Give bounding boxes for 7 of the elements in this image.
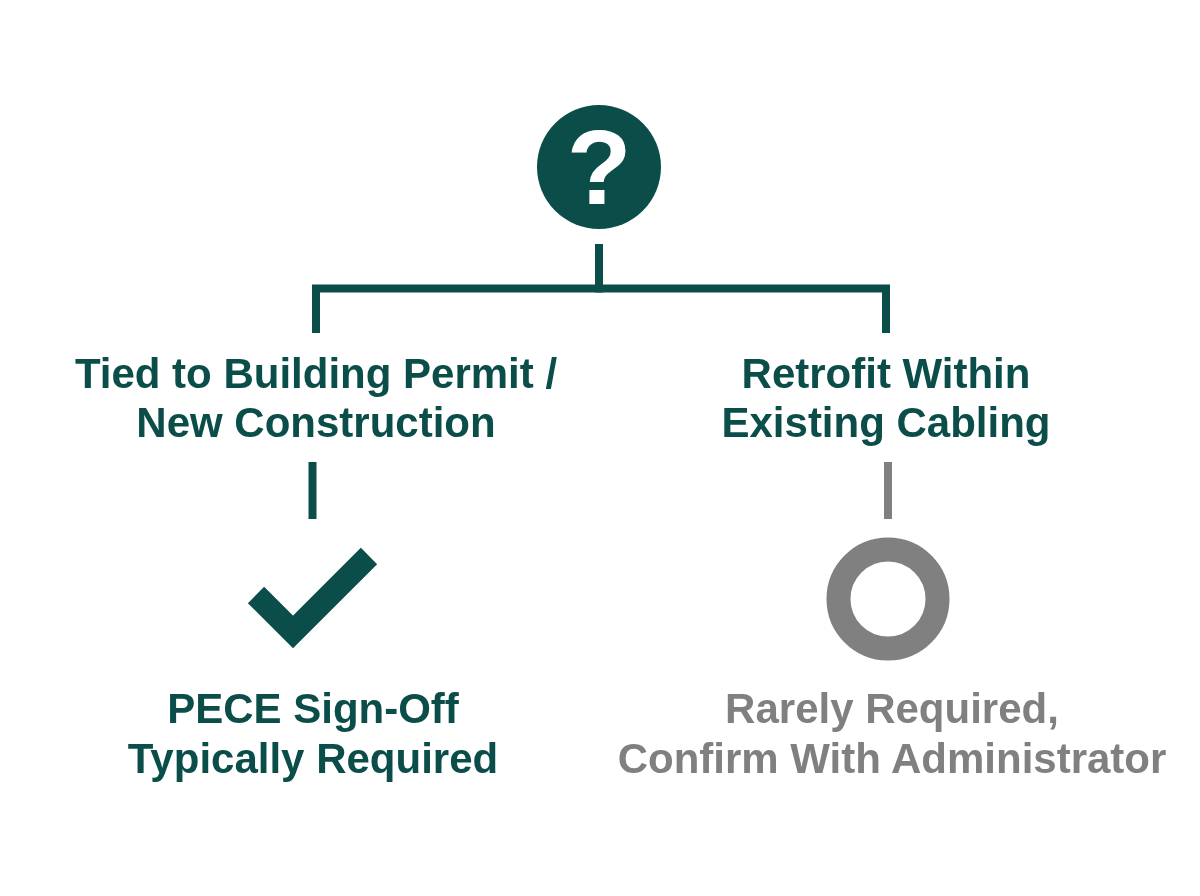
- outcome-label: Rarely Required, Confirm With Administrator: [617, 684, 1167, 784]
- branch-label: Tied to Building Permit / New Construction: [68, 349, 564, 447]
- ring-icon: [826, 537, 950, 661]
- checkmark-icon: [247, 547, 378, 651]
- branch-label: Retrofit Within Existing Cabling: [716, 349, 1056, 447]
- question-mark-circle: ?: [537, 105, 661, 229]
- outcome-label: PECE Sign-Off Typically Required: [126, 684, 500, 784]
